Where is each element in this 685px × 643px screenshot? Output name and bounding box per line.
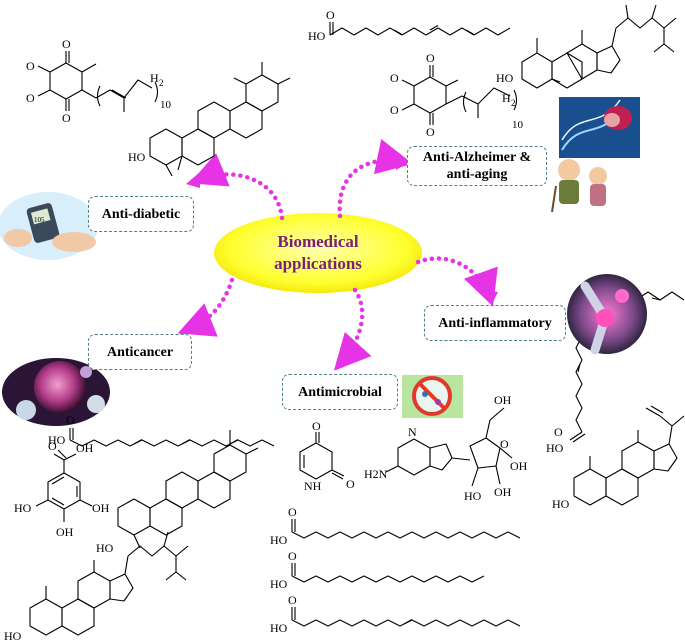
structure-uracil bbox=[299, 432, 345, 480]
atom-label-ho-triterpene-lower: HO bbox=[96, 541, 114, 555]
atom-label-repeat-right: 10 bbox=[512, 119, 524, 131]
atom-label-o-gallic: O bbox=[48, 439, 57, 453]
atom-label-amine: H2N bbox=[364, 467, 388, 481]
atom-label-nh-uracil: NH bbox=[304, 479, 322, 493]
atom-label-o-q10r-bottom: O bbox=[426, 125, 435, 139]
atom-label-oh-gallic-right: OH bbox=[92, 501, 110, 515]
atom-label-h2-left-sub: 2 bbox=[159, 78, 164, 88]
arrow-anti-inflammatory bbox=[415, 256, 498, 307]
atom-label-o-q10-left-1: O bbox=[26, 59, 35, 73]
atom-label-ho-anticancer-fa: HO bbox=[48, 433, 66, 447]
category-anticancer: Anticancer bbox=[88, 334, 192, 370]
category-anti-diabetic: Anti-diabetic bbox=[88, 196, 194, 232]
structure-unsaturated-fatty-acid-3 bbox=[291, 607, 521, 627]
atom-label-o-anticancer-fa: O bbox=[66, 413, 75, 427]
atom-label-o-sfa1: O bbox=[288, 505, 297, 519]
atom-label-o-q10-left-2: O bbox=[26, 91, 35, 105]
structure-saturated-fatty-acid-1 bbox=[291, 519, 521, 539]
structure-saturated-fatty-acid-2 bbox=[291, 563, 485, 583]
atom-label-ho-stigmasterol: HO bbox=[552, 497, 570, 511]
glucometer-reading: 105 bbox=[34, 216, 45, 224]
structure-polyunsaturated-fatty-acid-top bbox=[329, 22, 511, 36]
structure-sterol-top-right bbox=[521, 4, 677, 89]
atom-label-oh-adenosine-bottom: OH bbox=[494, 485, 512, 499]
atom-label-o-adenosine-ring: O bbox=[500, 437, 509, 451]
structure-stigmasterol-right bbox=[573, 405, 685, 506]
brain-dna-elderly-photo bbox=[551, 97, 640, 213]
arrowhead-anti-alzheimer bbox=[396, 154, 410, 170]
atom-label-o-uracil-right: O bbox=[346, 477, 355, 491]
structure-gallic-acid bbox=[35, 449, 93, 522]
center-ellipse bbox=[214, 213, 422, 293]
arrowhead-anti-diabetic bbox=[186, 172, 200, 188]
arrow-antimicrobial bbox=[333, 287, 372, 371]
arrowhead-anti-inflammatory bbox=[484, 290, 498, 304]
atom-label-o-ufa3: O bbox=[288, 593, 297, 607]
arrowhead-antimicrobial bbox=[336, 354, 350, 370]
category-antimicrobial-label: Antimicrobial bbox=[298, 384, 382, 400]
atom-label-h2-right: H bbox=[502, 91, 511, 105]
atom-label-ho-ufa3: HO bbox=[270, 621, 288, 635]
atom-label-ho-gallic: HO bbox=[14, 501, 32, 515]
atom-label-ho-sfa2: HO bbox=[270, 577, 288, 591]
atom-label-ho-sfa1: HO bbox=[270, 533, 288, 547]
category-anti-alzheimer-line2: anti-aging bbox=[446, 167, 508, 182]
structure-fatty-acid-anticancer bbox=[69, 428, 275, 447]
atom-label-ho-triterpene: HO bbox=[128, 150, 146, 164]
knee-joint-photo bbox=[567, 274, 647, 355]
atom-label-n-adenosine: N bbox=[408, 425, 417, 439]
atom-label-o-top: O bbox=[326, 8, 335, 22]
structure-adenosine bbox=[385, 407, 513, 487]
atom-label-ho-sterol-bottom: HO bbox=[4, 629, 22, 643]
structure-coenzyme-q10-left bbox=[37, 51, 159, 112]
atom-label-h2-left: H bbox=[150, 71, 159, 85]
category-anti-alzheimer-line1: Anti-Alzheimer & bbox=[422, 150, 532, 165]
atom-label-o-q10-top: O bbox=[62, 37, 71, 51]
atom-label-ho-sterol-top: HO bbox=[496, 71, 514, 85]
arrowhead-anticancer bbox=[180, 322, 196, 334]
no-microbes-sign bbox=[402, 375, 463, 418]
atom-label-oh-gallic-bottom: OH bbox=[56, 525, 74, 539]
atom-label-o-right-fa: O bbox=[554, 425, 563, 439]
category-anti-inflammatory: Anti-inflammatory bbox=[424, 305, 566, 341]
atom-label-ho-right-fa: HO bbox=[546, 441, 564, 455]
atom-label-oh-adenosine-right: OH bbox=[510, 459, 528, 473]
cancer-cell-photo bbox=[2, 358, 110, 426]
atom-label-o-q10-bottom: O bbox=[62, 111, 71, 125]
structure-coenzyme-q10-right bbox=[401, 65, 518, 125]
atom-label-o-q10r-top: O bbox=[426, 51, 435, 65]
structure-sterol-bottom-left bbox=[29, 531, 189, 636]
category-anti-inflammatory-label: Anti-inflammatory bbox=[438, 315, 552, 331]
atom-label-ho-adenosine: HO bbox=[464, 489, 482, 503]
atom-label-o-uracil-top: O bbox=[312, 419, 321, 433]
atom-label-oh-adenosine-top: OH bbox=[494, 393, 512, 407]
atom-label-repeat-left: 10 bbox=[160, 99, 172, 111]
category-anti-alzheimer: Anti-Alzheimer & anti-aging bbox=[407, 146, 547, 186]
atom-label-o-q10r-left-1: O bbox=[390, 71, 399, 85]
category-antimicrobial: Antimicrobial bbox=[282, 374, 398, 410]
glucometer-photo bbox=[0, 192, 98, 260]
category-anticancer-label: Anticancer bbox=[106, 344, 174, 360]
arrow-anti-alzheimer bbox=[337, 138, 413, 219]
arrow-anticancer bbox=[177, 277, 235, 337]
structure-triterpene-lower bbox=[117, 430, 259, 549]
atom-label-o-sfa2: O bbox=[288, 549, 297, 563]
atom-label-ho-top: HO bbox=[308, 29, 326, 43]
structure-triterpene-upper bbox=[149, 62, 291, 177]
category-anti-diabetic-label: Anti-diabetic bbox=[101, 206, 181, 222]
atom-label-h2-right-sub: 2 bbox=[511, 98, 516, 108]
arrow-anti-diabetic bbox=[189, 153, 285, 221]
atom-label-o-q10r-left-2: O bbox=[390, 103, 399, 117]
atom-label-oh-gallic-carboxyl: OH bbox=[76, 441, 94, 455]
